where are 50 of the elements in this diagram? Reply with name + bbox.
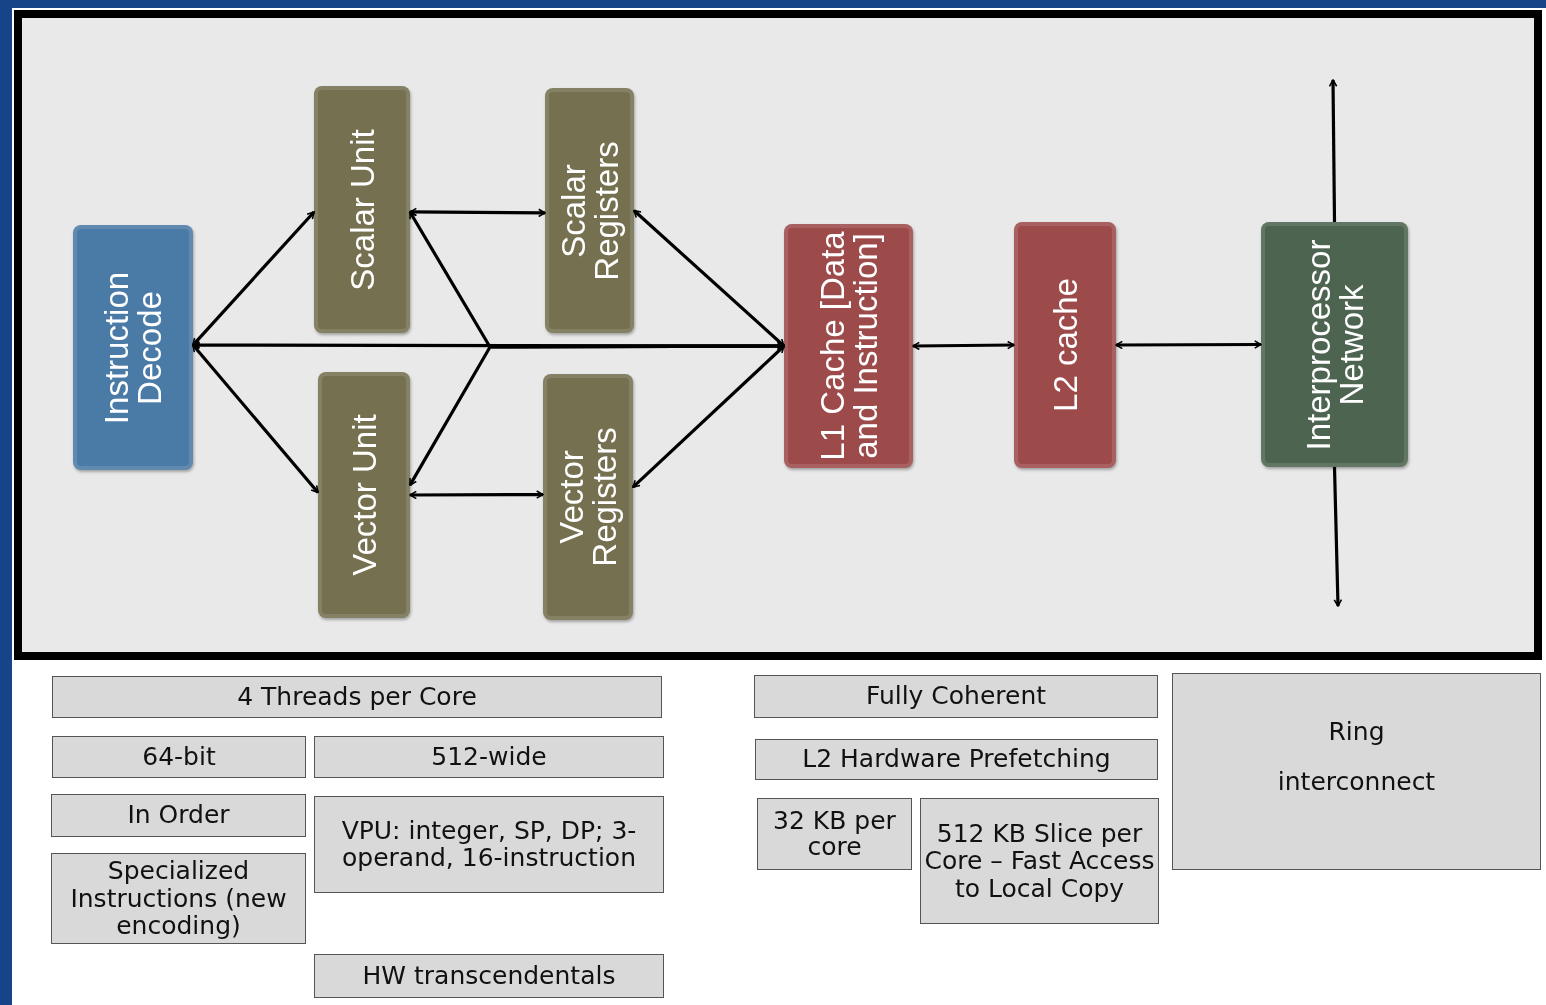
unit-block: [318, 372, 410, 618]
feature-text: 64-bit: [142, 743, 216, 771]
unit-block: [73, 225, 193, 470]
feature-box: [52, 676, 662, 718]
block-label: Scalar Registers: [556, 139, 623, 283]
arrow: [632, 209, 786, 348]
feature-text: Specialized Instructions (new encoding): [69, 857, 288, 940]
feature-text: VPU: integer, SP, DP; 3-operand, 16-instruction: [340, 818, 638, 871]
block-label: Instruction Decode: [100, 270, 166, 426]
arrow: [1328, 79, 1338, 222]
feature-box: [755, 739, 1158, 780]
feature-text: L2 Hardware Prefetching: [802, 746, 1111, 773]
feature-box: [314, 954, 664, 998]
unit-block: [784, 224, 913, 468]
block-label: Scalar Unit: [345, 127, 379, 293]
unit-block: [1261, 222, 1408, 467]
unit-block: [1014, 222, 1116, 468]
feature-text: HW transcendentals: [362, 962, 616, 990]
block-label: L1 Cache [Data and Instruction]: [815, 231, 882, 461]
unit-block: [314, 86, 410, 333]
unit-block: [543, 374, 633, 620]
block-label: Vector Registers: [555, 426, 621, 569]
arrow: [1332, 466, 1343, 607]
feature-box: [51, 853, 306, 944]
block-label: Vector Unit: [347, 413, 381, 578]
arrow: [409, 490, 544, 500]
feature-box: [52, 736, 306, 778]
arrow: [409, 207, 546, 218]
feature-text: 512-wide: [431, 743, 547, 771]
block-label: L2 cache: [1048, 277, 1082, 414]
feature-box: [1172, 673, 1541, 870]
feature-text: 512 KB Slice per Core – Fast Access to Local Copy: [923, 819, 1156, 903]
feature-text: 4 Threads per Core: [237, 683, 477, 711]
feature-text: In Order: [127, 802, 230, 829]
arrow: [191, 210, 316, 347]
block-label: Interprocessor Network: [1301, 238, 1368, 452]
feature-box: [757, 798, 912, 870]
feature-text: Ring interconnect: [1276, 715, 1437, 798]
feature-text: 32 KB per core: [772, 807, 897, 861]
feature-box: [754, 675, 1158, 718]
feature-box: [314, 736, 664, 778]
feature-box: [51, 794, 306, 837]
unit-block: [545, 88, 634, 333]
feature-box: [920, 798, 1159, 924]
arrow: [191, 344, 320, 494]
feature-box: [314, 796, 664, 893]
arrow: [1115, 340, 1262, 350]
feature-text: Fully Coherent: [865, 683, 1047, 710]
arrow: [912, 340, 1015, 351]
arrow: [631, 344, 786, 489]
